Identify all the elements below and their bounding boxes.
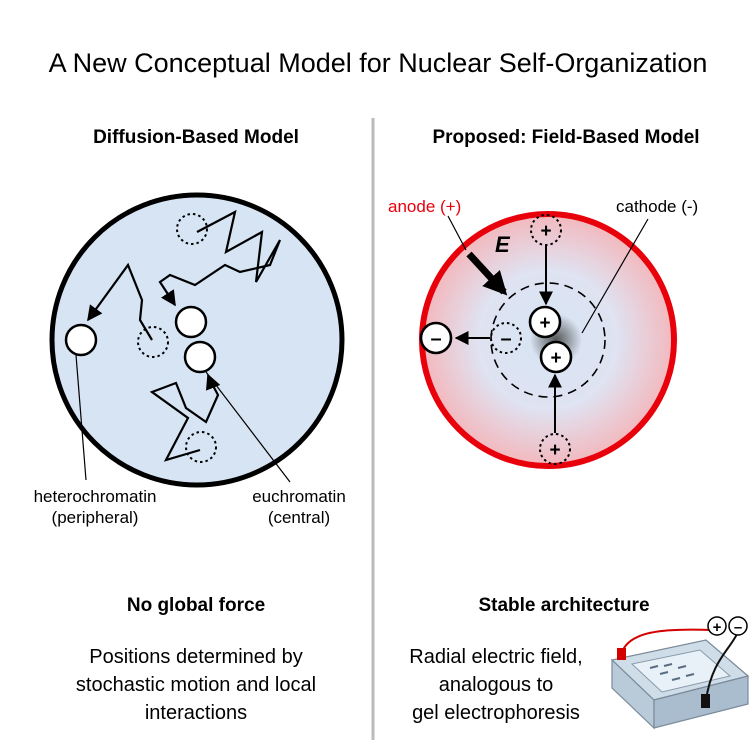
negative-ion-periphery xyxy=(419,321,453,355)
field-arrow xyxy=(466,251,508,296)
negative-ion-start xyxy=(490,322,522,354)
right-description: Radial electric field, analogous to gel … xyxy=(386,643,606,727)
diffusion-nucleus xyxy=(49,192,345,488)
right-description-line3: gel electrophoresis xyxy=(412,702,580,724)
euchromatin-particle-lower xyxy=(183,340,217,374)
field-label-e: E xyxy=(495,232,511,257)
euchromatin-label: euchromatin (central) xyxy=(234,486,364,528)
left-description: Positions determined by stochastic motio… xyxy=(36,643,356,727)
anode-leader xyxy=(447,215,467,251)
previous-position-top xyxy=(176,213,208,245)
left-description-line1: Positions determined by xyxy=(89,646,303,668)
positive-sign-lower: + xyxy=(550,348,561,369)
apparatus-negative-terminal: – xyxy=(734,619,742,636)
left-panel-heading: Diffusion-Based Model xyxy=(93,127,299,148)
right-description-line1: Radial electric field, xyxy=(409,646,583,668)
left-description-line2: stochastic motion and local xyxy=(75,674,317,696)
positive-sign-start-top: + xyxy=(540,221,551,242)
positive-ion-upper xyxy=(528,305,562,339)
positive-ion-lower xyxy=(539,340,573,374)
electrophoresis-apparatus-icon: + – xyxy=(610,616,750,730)
cathode-boundary xyxy=(490,282,606,398)
euchromatin-particle-upper xyxy=(174,305,208,339)
positive-ion-start-top xyxy=(530,214,562,246)
cathode-leader xyxy=(581,218,649,334)
heterochromatin-label-line2: (peripheral) xyxy=(51,508,139,527)
euchromatin-leader xyxy=(205,371,291,483)
positive-sign-start-bottom: + xyxy=(549,440,560,461)
heterochromatin-label-line1: heterochromatin xyxy=(33,487,157,506)
random-walk-path-lower xyxy=(149,373,221,462)
cathode-label: cathode (-) xyxy=(616,197,698,216)
heterochromatin-leader xyxy=(75,354,87,481)
right-panel-heading: Proposed: Field-Based Model xyxy=(432,127,700,148)
negative-sign-periphery: – xyxy=(430,328,441,350)
anode-label: anode (+) xyxy=(388,197,461,216)
apparatus-positive-terminal: + xyxy=(713,619,722,636)
euchromatin-label-line2: (central) xyxy=(267,508,331,527)
heterochromatin-label: heterochromatin (peripheral) xyxy=(20,486,170,528)
positive-ion-start-bottom xyxy=(539,433,571,465)
left-conclusion: No global force xyxy=(126,595,266,616)
right-description-line2: analogous to xyxy=(438,674,554,696)
right-conclusion: Stable architecture xyxy=(478,595,650,616)
negative-sign-start: – xyxy=(500,328,511,350)
positive-sign-upper: + xyxy=(539,313,550,334)
left-description-line3: interactions xyxy=(144,702,248,724)
random-walk-path-upper xyxy=(158,209,282,307)
random-walk-path-heterochromatin xyxy=(87,262,153,341)
nucleus-envelope xyxy=(49,192,345,488)
heterochromatin-particle xyxy=(64,323,98,357)
previous-position-bottom xyxy=(185,431,217,463)
page-title: A New Conceptual Model for Nuclear Self-… xyxy=(48,48,708,78)
euchromatin-label-line1: euchromatin xyxy=(252,487,346,506)
previous-position-middle xyxy=(137,326,169,358)
